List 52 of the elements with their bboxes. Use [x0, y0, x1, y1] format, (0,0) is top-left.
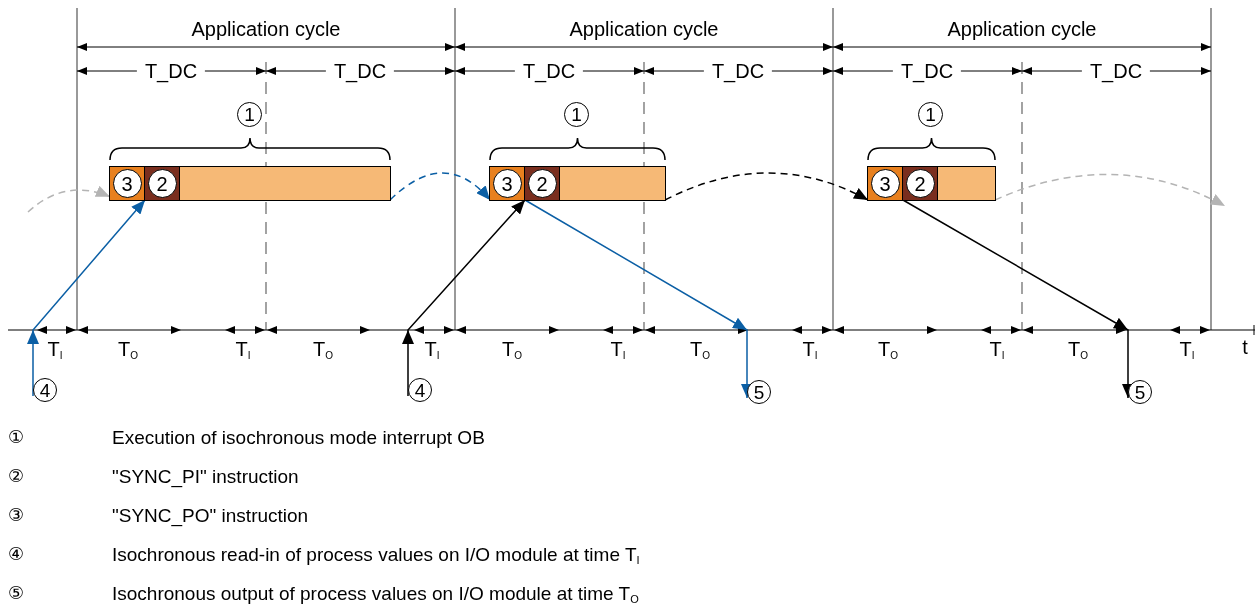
time-label: T$_{I}$ [802, 339, 818, 359]
callout-number: 1 [564, 102, 589, 127]
description-text: "SYNC_PO" instruction [112, 505, 309, 525]
dimension-label: T_DC [136, 61, 206, 81]
time-label: T$_{I}$ [424, 339, 440, 359]
description-text: Isochronous output of process values on I/O module at time T$_{O}$ [112, 583, 639, 603]
callout-number: ② [8, 467, 25, 485]
callout-number: ④ [8, 545, 25, 563]
time-label: T$_{I}$ [235, 339, 251, 359]
callout-number: 3 [870, 169, 900, 198]
description-text: "SYNC_PI" instruction [112, 466, 299, 486]
description-text: Isochronous read-in of process values on I/O module at time T$_{I}$ [112, 544, 640, 564]
execution-bar [110, 167, 390, 200]
time-label: T$_{O}$ [878, 339, 898, 359]
callout-number: 3 [492, 169, 522, 198]
arrow [389, 172, 491, 201]
arrow [994, 173, 1226, 207]
callout-number: 2 [527, 169, 557, 198]
callout-number: 4 [408, 378, 432, 402]
dimension-label: T_DC [892, 61, 962, 81]
time-label: T$_{O}$ [690, 339, 710, 359]
callout-number: ③ [8, 506, 25, 524]
dimension-label: T_DC [1081, 61, 1151, 81]
time-label: T$_{O}$ [1068, 339, 1088, 359]
time-label: T$_{I}$ [1179, 339, 1195, 359]
execution-bar [868, 167, 995, 200]
time-label: T$_{O}$ [313, 339, 333, 359]
arrow [902, 199, 1131, 399]
time-label: T$_{I}$ [610, 339, 626, 359]
callout-number: 5 [747, 380, 771, 404]
description-text: Execution of isochronous mode interrupt OB [112, 427, 485, 447]
dimension-label: T_DC [325, 61, 395, 81]
execution-bar [490, 167, 665, 200]
arrow [524, 199, 750, 399]
callout-number: 2 [147, 169, 177, 198]
arrow [27, 186, 111, 213]
dimension-label: T_DC [514, 61, 584, 81]
callout-number: 4 [33, 378, 57, 402]
time-label: T$_{I}$ [989, 339, 1005, 359]
callout-number: ⑤ [8, 584, 25, 602]
callout-number: 2 [905, 169, 935, 198]
axis-label: t [1242, 337, 1248, 357]
time-label: T$_{O}$ [502, 339, 522, 359]
callout-number: 5 [1128, 380, 1152, 404]
time-label: T$_{O}$ [118, 339, 138, 359]
arrow [664, 172, 869, 201]
dimension-label: T_DC [703, 61, 773, 81]
time-label: T$_{I}$ [47, 339, 63, 359]
callout-number: ① [8, 428, 25, 446]
callout-number: 3 [112, 169, 142, 198]
callout-number: 1 [918, 102, 943, 127]
callout-number: 1 [237, 102, 262, 127]
